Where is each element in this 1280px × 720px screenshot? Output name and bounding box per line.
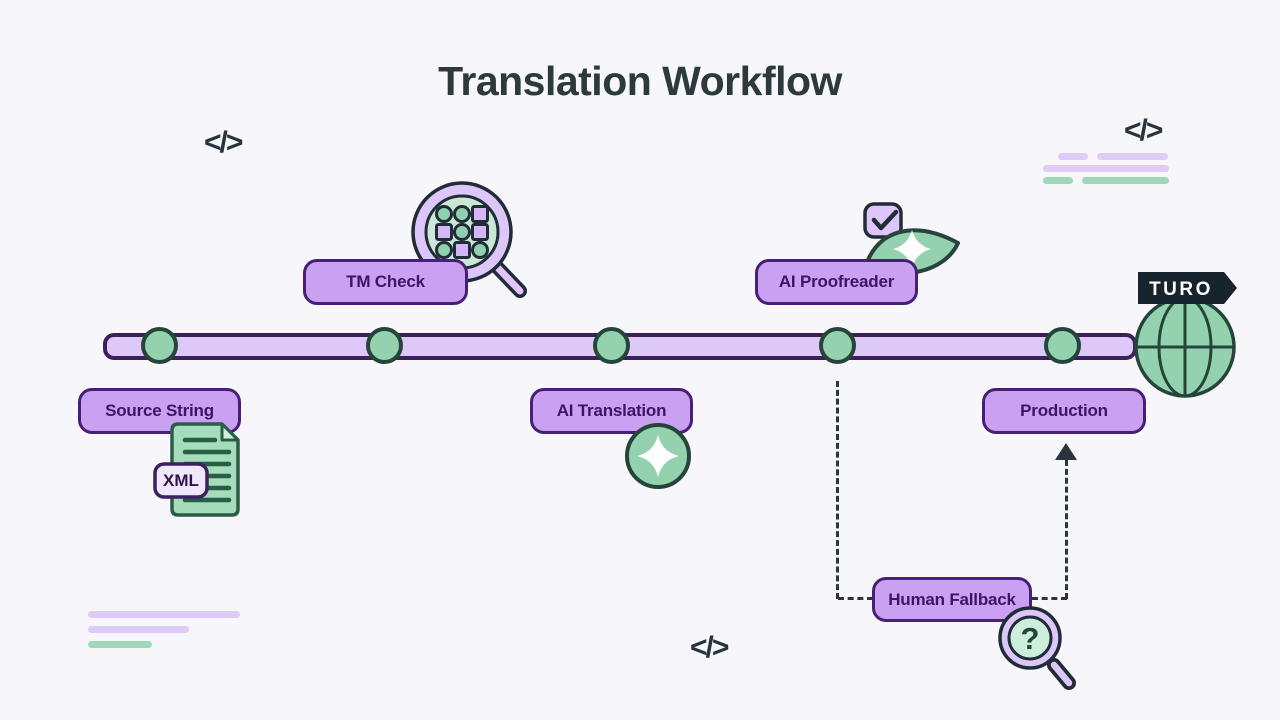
deco-line [1043, 165, 1169, 172]
stage-label-ai-translation: AI Translation [530, 388, 693, 434]
code-icon: </> [1124, 114, 1163, 147]
stage-label-ai-proofreader: AI Proofreader [755, 259, 918, 305]
deco-line [1097, 153, 1168, 160]
timeline-node-ai-translation [593, 327, 630, 364]
production-globe-icon: TURO [1134, 272, 1237, 398]
tm-check-magnifier-icon [411, 181, 527, 298]
question-magnifier-icon: ? [998, 606, 1076, 690]
fallback-arrowhead-icon [1055, 443, 1077, 460]
xml-badge-text: XML [163, 471, 199, 490]
stage-label-text: AI Translation [556, 401, 667, 420]
deco-line [1082, 177, 1169, 184]
code-icon: </> [690, 631, 729, 664]
deco-line [88, 611, 240, 618]
brand-tag: TURO [1138, 272, 1237, 304]
deco-line [88, 641, 152, 648]
fallback-connector-down [836, 381, 839, 599]
fallback-connector-left [838, 597, 873, 600]
timeline-node-ai-proofreader [819, 327, 856, 364]
stage-label-tm-check: TM Check [303, 259, 468, 305]
timeline-node-production [1044, 327, 1081, 364]
stage-label-text: TM Check [346, 272, 425, 291]
deco-line [1058, 153, 1088, 160]
stage-label-production: Production [982, 388, 1146, 434]
stage-label-text: Production [1020, 401, 1108, 420]
xml-document-icon: XML [153, 422, 240, 517]
ai-sparkle-icon [625, 423, 691, 489]
checkbox-icon [863, 202, 903, 239]
page-title: Translation Workflow [438, 58, 842, 104]
timeline-node-tm-check [366, 327, 403, 364]
deco-line [1043, 177, 1073, 184]
fallback-connector-right [1032, 597, 1067, 600]
code-icon: </> [204, 126, 243, 159]
stage-label-human-fallback: Human Fallback [872, 577, 1032, 622]
stage-label-text: Human Fallback [888, 589, 1016, 609]
fallback-connector-up [1065, 460, 1068, 599]
stage-label-text: Source String [105, 401, 214, 420]
timeline-node-source-string [141, 327, 178, 364]
stage-label-text: AI Proofreader [778, 272, 895, 291]
deco-line [88, 626, 189, 633]
xml-badge: XML [153, 462, 209, 499]
question-mark-glyph: ? [1021, 621, 1040, 656]
brand-tag-text: TURO [1149, 279, 1213, 300]
